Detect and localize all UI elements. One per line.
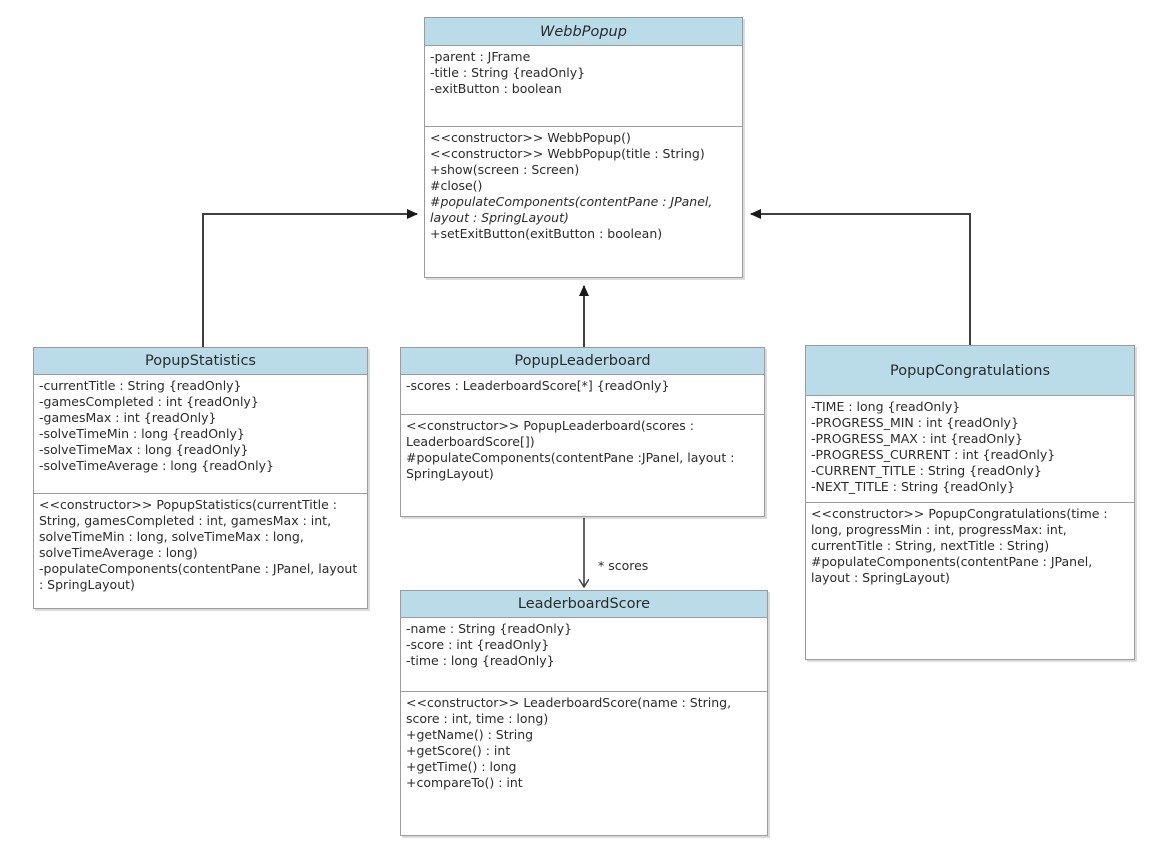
class-webbpopup-title: WebbPopup (425, 18, 742, 46)
method: #close() (430, 178, 483, 193)
association-multiplicity-label: * scores (598, 558, 649, 573)
method: +show(screen : Screen) (430, 162, 580, 177)
attribute: -title : String {readOnly} (430, 65, 586, 80)
class-webbpopup-methods: <<constructor>> WebbPopup() <<constructo… (425, 127, 742, 277)
method: +getTime() : long (406, 759, 517, 774)
attribute: -scores : LeaderboardScore[*] {readOnly} (406, 378, 670, 393)
arrow-statistics-to-webbpopup (202, 209, 418, 347)
class-popupleaderboard-methods: <<constructor>> PopupLeaderboard(scores … (401, 415, 764, 516)
class-popupcongratulations-title: PopupCongratulations (806, 346, 1134, 396)
method-abstract: #populateComponents(contentPane : JPanel… (430, 194, 713, 225)
method: <<constructor>> PopupCongratulations(tim… (811, 506, 1108, 553)
method: #populateComponents(contentPane : JPanel… (811, 554, 1093, 585)
attribute: -TIME : long {readOnly} (811, 399, 961, 414)
attribute: -PROGRESS_MAX : int {readOnly} (811, 431, 1023, 446)
attribute: -exitButton : boolean (430, 81, 562, 96)
class-leaderboardscore-title: LeaderboardScore (401, 591, 767, 618)
attribute: -NEXT_TITLE : String {readOnly} (811, 479, 1015, 494)
attribute: -name : String {readOnly} (406, 621, 573, 636)
class-webbpopup-attributes: -parent : JFrame -title : String {readOn… (425, 46, 742, 127)
method: <<constructor>> PopupLeaderboard(scores … (406, 418, 694, 449)
attribute: -gamesCompleted : int {readOnly} (39, 394, 259, 409)
class-leaderboardscore-attributes: -name : String {readOnly} -score : int {… (401, 618, 767, 692)
method: <<constructor>> PopupStatistics(currentT… (39, 497, 337, 560)
class-webbpopup: WebbPopup -parent : JFrame -title : Stri… (424, 17, 743, 278)
method: +compareTo() : int (406, 775, 523, 790)
attribute: -PROGRESS_CURRENT : int {readOnly} (811, 447, 1056, 462)
class-popupcongratulations-methods: <<constructor>> PopupCongratulations(tim… (806, 503, 1134, 659)
attribute: -time : long {readOnly} (406, 653, 555, 668)
attribute: -CURRENT_TITLE : String {readOnly} (811, 463, 1042, 478)
class-leaderboardscore: LeaderboardScore -name : String {readOnl… (400, 590, 768, 836)
attribute: -parent : JFrame (430, 49, 531, 64)
class-popupstatistics-title: PopupStatistics (34, 348, 367, 375)
attribute: -gamesMax : int {readOnly} (39, 410, 217, 425)
class-popupcongratulations-attributes: -TIME : long {readOnly} -PROGRESS_MIN : … (806, 396, 1134, 503)
method: +getScore() : int (406, 743, 511, 758)
method: #populateComponents(contentPane :JPanel,… (406, 450, 735, 481)
method: -populateComponents(contentPane : JPanel… (39, 561, 358, 592)
class-popupstatistics: PopupStatistics -currentTitle : String {… (33, 347, 368, 609)
method: <<constructor>> LeaderboardScore(name : … (406, 695, 732, 726)
attribute: -score : int {readOnly} (406, 637, 550, 652)
method: <<constructor>> WebbPopup(title : String… (430, 146, 705, 161)
class-popupstatistics-attributes: -currentTitle : String {readOnly} -games… (34, 375, 367, 494)
attribute: -solveTimeMax : long {readOnly} (39, 442, 249, 457)
class-popupleaderboard-title: PopupLeaderboard (401, 348, 764, 375)
class-popupstatistics-methods: <<constructor>> PopupStatistics(currentT… (34, 494, 367, 608)
method: +getName() : String (406, 727, 534, 742)
attribute: -currentTitle : String {readOnly} (39, 378, 242, 393)
class-popupleaderboard-attributes: -scores : LeaderboardScore[*] {readOnly} (401, 375, 764, 415)
class-popupleaderboard: PopupLeaderboard -scores : LeaderboardSc… (400, 347, 765, 517)
attribute: -solveTimeMin : long {readOnly} (39, 426, 245, 441)
class-popupcongratulations: PopupCongratulations -TIME : long {readO… (805, 345, 1135, 660)
method: +setExitButton(exitButton : boolean) (430, 226, 663, 241)
arrow-congratulations-to-webbpopup (750, 209, 971, 345)
attribute: -PROGRESS_MIN : int {readOnly} (811, 415, 1019, 430)
method: <<constructor>> WebbPopup() (430, 130, 631, 145)
attribute: -solveTimeAverage : long {readOnly} (39, 458, 274, 473)
class-leaderboardscore-methods: <<constructor>> LeaderboardScore(name : … (401, 692, 767, 835)
